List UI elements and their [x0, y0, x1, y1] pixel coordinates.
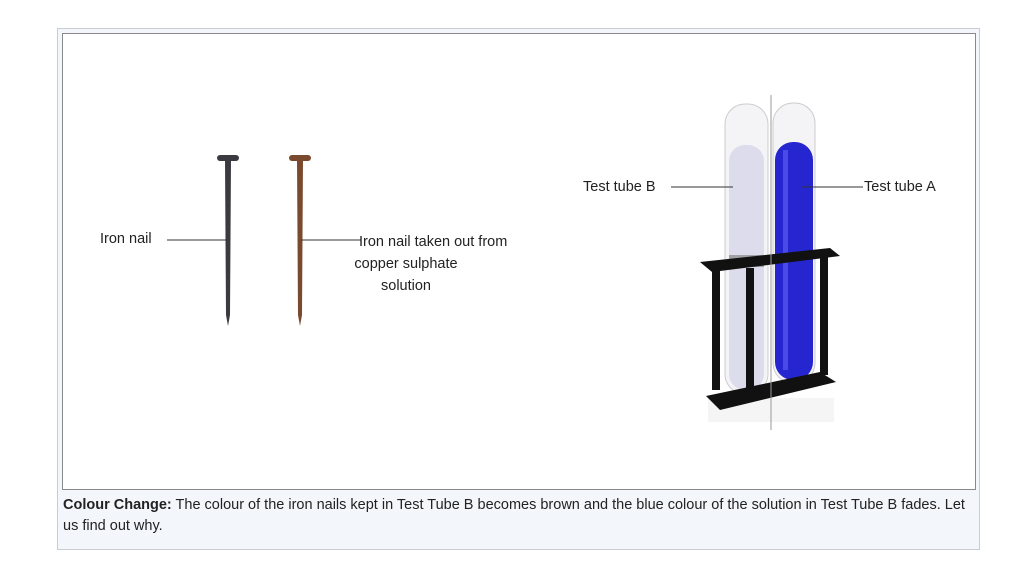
rusted-nail-label: Iron nail taken out from copper sulphate…: [354, 231, 541, 297]
label-line: Iron nail taken out from: [359, 234, 508, 250]
caption-text: The colour of the iron nails kept in Tes…: [63, 497, 965, 534]
test-tube-a-label: Test tube A: [864, 179, 936, 195]
test-tube-b-label: Test tube B: [583, 179, 656, 195]
label-line: solution: [381, 278, 431, 294]
caption: Colour Change: The colour of the iron na…: [63, 495, 973, 537]
iron-nail-image: [217, 155, 239, 326]
label-line: copper sulphate: [354, 256, 458, 272]
iron-nail-label: Iron nail: [100, 231, 152, 247]
test-tubes-image: [700, 95, 840, 430]
rusted-nail-image: [289, 155, 311, 326]
caption-heading: Colour Change:: [63, 497, 172, 513]
